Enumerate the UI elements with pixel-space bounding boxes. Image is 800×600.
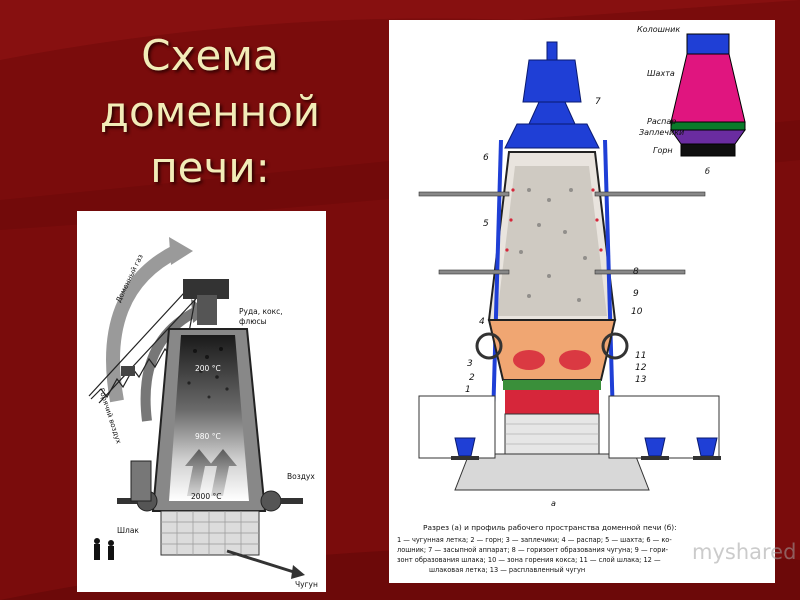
profile-label-shaft: Шахта [647, 69, 675, 78]
label-temp-200: 200 °C [195, 364, 221, 373]
figure-caption: Разрез (а) и профиль рабочего пространст… [397, 523, 677, 574]
hot-gas-arrows [185, 449, 237, 496]
profile-label-bosh: Заплечики [639, 128, 684, 137]
skip-car [121, 366, 135, 376]
callout-12: 12 [635, 363, 647, 373]
callout-11: 11 [635, 351, 646, 361]
callout-8: 8 [633, 267, 639, 277]
gas-flow-arrow [106, 244, 181, 403]
callout-13: 13 [635, 375, 647, 385]
title-line-2: доменной [99, 87, 321, 136]
furnace-profile [670, 33, 746, 157]
label-temp-2000: 2000 °C [191, 492, 221, 501]
furnace-burden [497, 166, 607, 316]
coke-combustion-zone-left [513, 350, 545, 370]
section-letter: а [551, 499, 556, 508]
blast-furnace-schematic: Доменный газ Руда, кокс, флюсы Горячий в… [77, 211, 326, 592]
bosh-zone [487, 319, 617, 381]
label-charge: Руда, кокс, [239, 307, 283, 316]
molten-iron [505, 390, 599, 414]
label-iron: Чугун [295, 580, 318, 589]
blast-furnace-section-drawing: Колошник Шахта Распар Заплечики Горн б а… [389, 20, 775, 583]
caption-line-4: зонт образования шлака; 10 — зона горени… [397, 556, 661, 564]
callout-4: 4 [479, 317, 485, 327]
label-temp-980: 980 °C [195, 432, 221, 441]
profile-label-belly: Распар [647, 117, 676, 126]
hot-blast-pipe [130, 460, 152, 502]
callout-3: 3 [467, 359, 473, 369]
caption-line-5: шлаковая летка; 13 — расплавленный чугун [429, 566, 585, 574]
caption-line-1: Разрез (а) и профиль рабочего пространст… [423, 523, 677, 532]
label-charge-2: флюсы [239, 317, 267, 326]
caption-line-2: 1 — чугунная летка; 2 — горн; 3 — заплеч… [397, 536, 672, 544]
furnace-base [454, 453, 650, 491]
title-line-3: печи: [150, 143, 270, 192]
label-slag: Шлак [117, 526, 139, 535]
label-air: Воздух [287, 472, 315, 481]
support-columns [491, 139, 615, 421]
coke-combustion-zone-right [559, 350, 591, 370]
furnace-shaft [169, 335, 249, 501]
callout-10: 10 [631, 307, 643, 317]
profile-label-throat: Колошник [637, 25, 680, 34]
profile-label-hearth: Горн [653, 146, 673, 155]
callout-9: 9 [633, 289, 639, 299]
slag-layer [503, 380, 601, 390]
watermark: myshared [692, 540, 797, 564]
iron-tap-arrow [226, 549, 298, 575]
callout-numbers: 1 2 3 4 5 6 7 8 9 10 11 12 13 [465, 97, 647, 395]
charge-flow-arrow [140, 306, 200, 422]
callout-1: 1 [465, 385, 471, 395]
callout-5: 5 [483, 219, 489, 229]
service-platforms [418, 191, 706, 275]
charging-apparatus [504, 41, 600, 171]
callout-7: 7 [595, 97, 601, 107]
callout-2: 2 [469, 373, 475, 383]
title-line-1: Схема [141, 31, 279, 80]
profile-letter: б [705, 167, 710, 176]
ladle-cars [451, 437, 721, 460]
workers-icon [94, 538, 114, 560]
furnace-top [183, 279, 229, 299]
bustle-pipe [475, 332, 629, 360]
slide-title: Схема доменной печи: [60, 28, 360, 196]
callout-6: 6 [483, 153, 489, 163]
caption-line-3: лошник; 7 — засыпной аппарат; 8 — горизо… [397, 546, 669, 554]
